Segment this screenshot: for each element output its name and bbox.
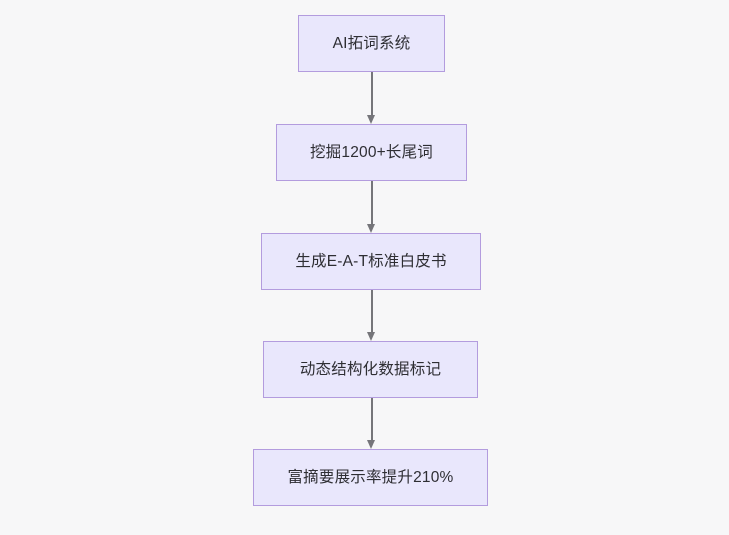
flowchart-node-3[interactable]: 生成E-A-T标准白皮书	[261, 233, 481, 290]
flowchart-edge-3-4	[367, 290, 376, 341]
flowchart-node-label: 生成E-A-T标准白皮书	[295, 252, 447, 270]
arrow-down-icon	[367, 224, 375, 233]
flowchart-edge-4-5	[367, 398, 376, 449]
flowchart-node-2[interactable]: 挖掘1200+长尾词	[276, 124, 467, 181]
flowchart-node-1[interactable]: AI拓词系统	[298, 15, 445, 72]
flowchart-edge-1-2	[367, 72, 376, 124]
edge-line	[370, 398, 373, 440]
flowchart-edge-2-3	[367, 181, 376, 233]
edge-line	[370, 72, 373, 115]
edge-line	[370, 181, 373, 224]
flowchart-node-label: 富摘要展示率提升210%	[287, 468, 454, 486]
flowchart-node-5[interactable]: 富摘要展示率提升210%	[253, 449, 488, 506]
flowchart-node-label: 挖掘1200+长尾词	[309, 143, 434, 161]
flowchart-node-label: 动态结构化数据标记	[299, 360, 442, 378]
flowchart-node-label: AI拓词系统	[332, 34, 411, 52]
edge-line	[370, 290, 373, 332]
flowchart-node-4[interactable]: 动态结构化数据标记	[263, 341, 478, 398]
arrow-down-icon	[367, 115, 375, 124]
arrow-down-icon	[367, 440, 375, 449]
arrow-down-icon	[367, 332, 375, 341]
